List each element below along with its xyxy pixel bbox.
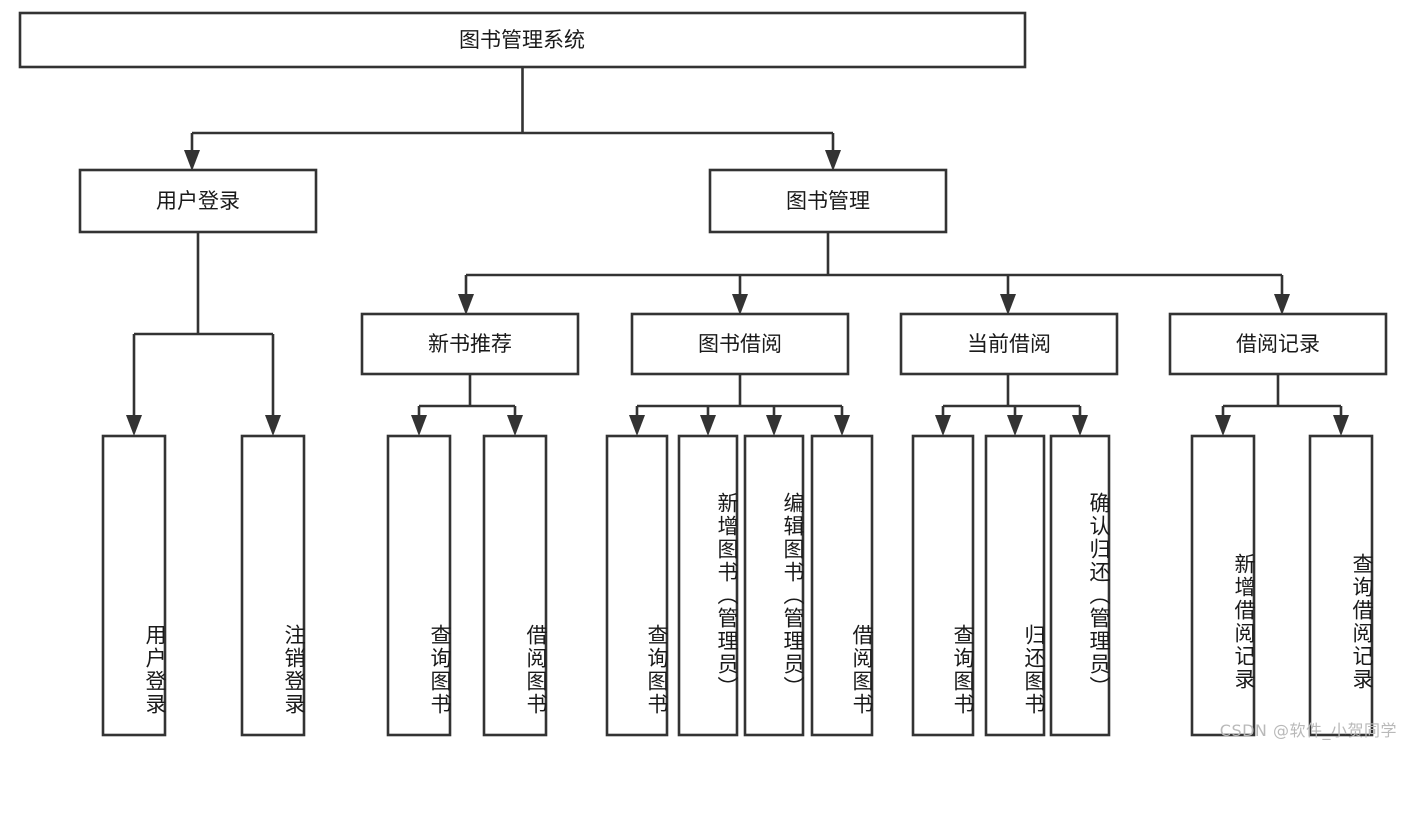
node-current-borrow-box[interactable] [899, 312, 1119, 376]
node-root[interactable]: 图书管理系统 [18, 11, 1027, 69]
leaf-box-borrow-book-2[interactable] [810, 434, 874, 737]
node-book-borrow-label: 图书借阅 [698, 332, 782, 356]
node-user-login-label: 用户登录 [156, 189, 240, 213]
node-book-management-label: 图书管理 [786, 189, 870, 213]
arrow-current-to-leaf1 [935, 415, 951, 436]
arrow-bookmgmt-to-borrow [732, 294, 748, 315]
node-borrow-record-box[interactable] [1168, 312, 1388, 376]
node-book-borrow[interactable]: 图书借阅 [630, 312, 850, 376]
node-new-book-recommend[interactable]: 新书推荐 [360, 312, 580, 376]
leaf-box-borrow-book-1[interactable] [482, 434, 548, 737]
arrow-bookmgmt-to-record [1274, 294, 1290, 315]
arrow-borrow-to-leaf1 [629, 415, 645, 436]
flowchart-svg: 图书管理系统 用户登录 图书管理 新书推荐 图书借阅 当前借阅 借阅记录 [18, 11, 1388, 737]
arrow-current-to-leaf2 [1007, 415, 1023, 436]
arrow-bookmgmt-to-newbook [458, 294, 474, 315]
arrow-bookmgmt-to-current [1000, 294, 1016, 315]
diagram-canvas: 图书管理系统 用户登录 图书管理 新书推荐 图书借阅 当前借阅 借阅记录 [18, 11, 1397, 740]
node-root-label: 图书管理系统 [459, 28, 585, 52]
node-book-borrow-box[interactable] [630, 312, 850, 376]
node-new-book-recommend-label: 新书推荐 [428, 332, 512, 356]
arrow-borrow-to-leaf4 [834, 415, 850, 436]
leaf-box-layer [101, 434, 1374, 737]
leaf-box-user-login[interactable] [101, 434, 167, 737]
arrow-current-to-leaf3 [1072, 415, 1088, 436]
node-book-management[interactable]: 图书管理 [708, 168, 948, 234]
edge-current-bus [941, 374, 1082, 418]
arrow-userlogin-to-leaf2 [265, 415, 281, 436]
edge-userlogin-bus [132, 232, 275, 418]
arrow-newbook-to-leaf1 [411, 415, 427, 436]
leaf-box-add-record[interactable] [1190, 434, 1256, 737]
leaf-box-query-book-3[interactable] [911, 434, 975, 737]
leaf-box-query-book-1[interactable] [386, 434, 452, 737]
leaf-box-return-book[interactable] [984, 434, 1046, 737]
arrow-userlogin-to-leaf1 [126, 415, 142, 436]
node-user-login[interactable]: 用户登录 [78, 168, 318, 234]
edge-record-bus [1221, 374, 1343, 418]
leaf-box-confirm-return[interactable] [1049, 434, 1111, 737]
arrow-newbook-to-leaf2 [507, 415, 523, 436]
leaf-box-query-book-2[interactable] [605, 434, 669, 737]
node-current-borrow-label: 当前借阅 [967, 332, 1051, 356]
edge-root-bus [190, 67, 835, 152]
arrow-record-to-leaf1 [1215, 415, 1231, 436]
arrow-borrow-to-leaf2 [700, 415, 716, 436]
arrow-root-to-book-mgmt [825, 150, 841, 171]
node-current-borrow[interactable]: 当前借阅 [899, 312, 1119, 376]
node-borrow-record[interactable]: 借阅记录 [1168, 312, 1388, 376]
edge-newbook-bus [417, 374, 517, 418]
node-borrow-record-label: 借阅记录 [1236, 332, 1320, 356]
arrow-borrow-to-leaf3 [766, 415, 782, 436]
leaf-box-add-book-admin[interactable] [677, 434, 739, 737]
arrow-record-to-leaf2 [1333, 415, 1349, 436]
node-user-login-box[interactable] [78, 168, 318, 234]
edge-bookmgmt-bus [464, 232, 1284, 296]
node-book-management-box[interactable] [708, 168, 948, 234]
connector-layer [126, 67, 1349, 436]
watermark-text: CSDN @软件_小贺同学 [1219, 721, 1397, 740]
edge-borrow-bus [635, 374, 844, 418]
node-root-box[interactable] [18, 11, 1027, 69]
arrow-root-to-user-login [184, 150, 200, 171]
leaf-box-edit-book-admin[interactable] [743, 434, 805, 737]
node-new-book-recommend-box[interactable] [360, 312, 580, 376]
leaf-box-query-record[interactable] [1308, 434, 1374, 737]
leaf-box-logout[interactable] [240, 434, 306, 737]
